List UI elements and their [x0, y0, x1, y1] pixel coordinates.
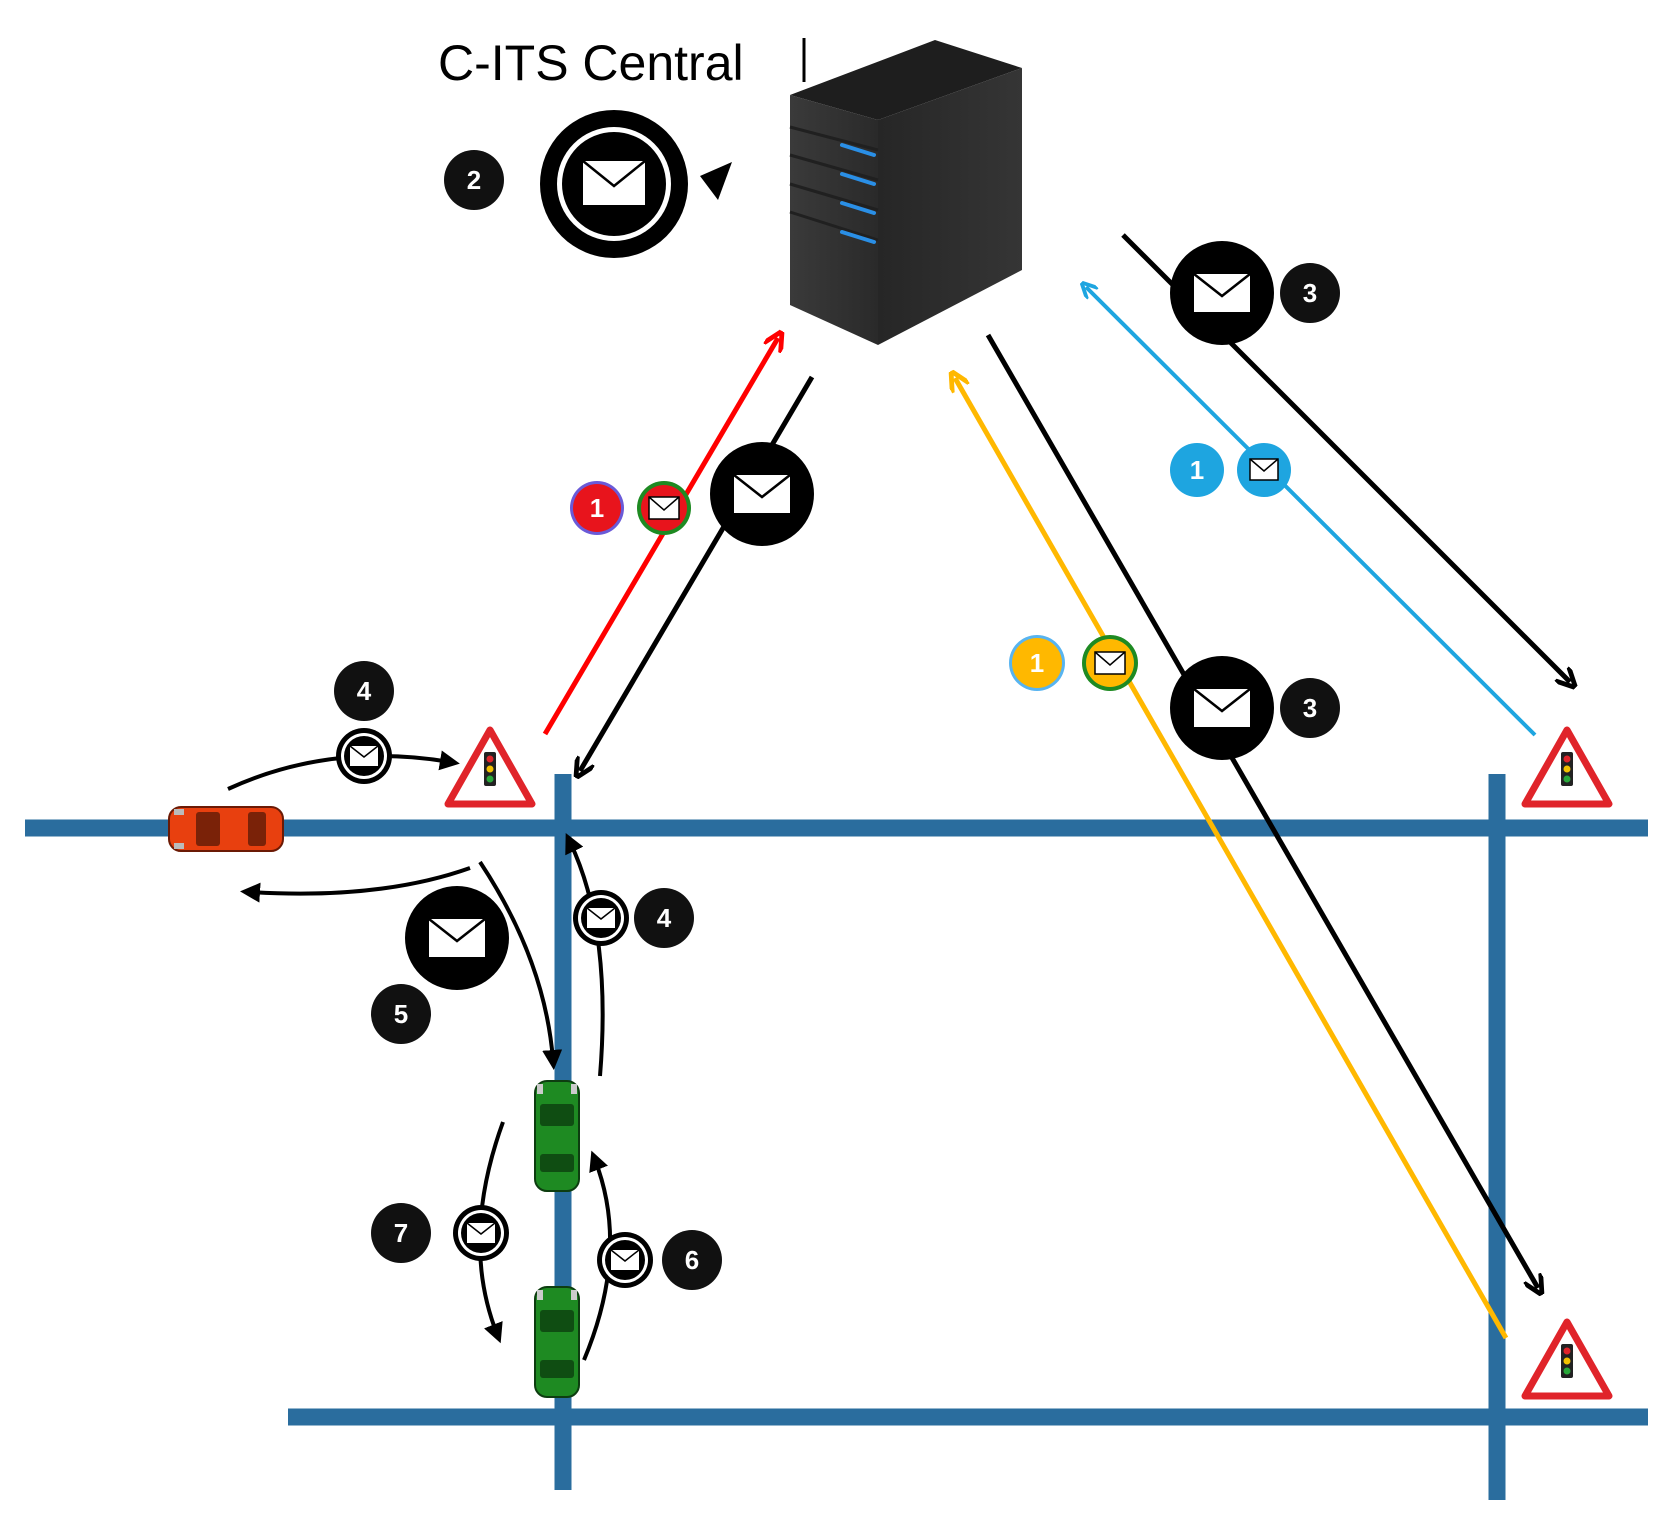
traffic-light-warning-sign-icon [1521, 1318, 1613, 1400]
svg-text:1: 1 [590, 493, 604, 523]
envelope-icon [637, 481, 691, 535]
step-badge-5: 5 [371, 984, 431, 1044]
envelope-icon [1170, 241, 1274, 345]
svg-text:3: 3 [1303, 278, 1317, 308]
step-badge-1-yellow: 1 [1009, 635, 1065, 691]
envelope-icon [1082, 635, 1138, 691]
step-badge-3-middle: 3 [1280, 678, 1340, 738]
step-badge-2: 2 [444, 150, 504, 210]
circular-refresh-icon [540, 110, 732, 258]
envelope-icon [1170, 656, 1274, 760]
step-badge-7: 7 [371, 1203, 431, 1263]
traffic-light-warning-sign-icon [1521, 726, 1613, 808]
envelope-icon [710, 442, 814, 546]
envelope-icon [1237, 443, 1291, 497]
green-car-icon [534, 1286, 580, 1398]
green-car-icon [534, 1080, 580, 1192]
svg-text:4: 4 [357, 676, 372, 706]
arrow-sign-to-car-left [240, 866, 471, 903]
local-message-arrows [227, 750, 613, 1361]
svg-text:4: 4 [657, 903, 672, 933]
svg-text:7: 7 [394, 1218, 408, 1248]
svg-text:3: 3 [1303, 693, 1317, 723]
svg-text:1: 1 [1030, 648, 1044, 678]
blue-uplink-arrow [1086, 287, 1537, 737]
step-badge-1-red: 1 [570, 481, 624, 535]
svg-text:2: 2 [467, 165, 481, 195]
black-downlink-arrow-middle [985, 333, 1538, 1288]
traffic-light-warning-sign-icon [444, 726, 536, 808]
page-title: C-ITS Central [438, 35, 744, 91]
envelope-icon [336, 728, 392, 784]
svg-text:6: 6 [685, 1245, 699, 1275]
red-car-icon [168, 806, 284, 852]
svg-text:1: 1 [1190, 455, 1204, 485]
step-badge-4-right: 4 [634, 888, 694, 948]
arrow-car-to-sign [227, 750, 460, 791]
envelope-icon [405, 886, 509, 990]
step-badge-1-blue: 1 [1170, 443, 1224, 497]
arrow-sign-to-green-car [478, 860, 563, 1070]
server-tower-icon [789, 40, 1022, 345]
arrow-green-car-to-sign [565, 832, 605, 1077]
flow-arrows [542, 233, 1570, 1340]
envelope-icon [453, 1205, 509, 1261]
svg-text:5: 5 [394, 999, 408, 1029]
envelope-icon [573, 890, 629, 946]
road-network [25, 774, 1648, 1500]
step-badge-4-left: 4 [334, 661, 394, 721]
envelope-icon [597, 1232, 653, 1288]
black-downlink-arrow-left [580, 375, 815, 771]
step-badge-6: 6 [662, 1230, 722, 1290]
step-badge-3-top: 3 [1280, 263, 1340, 323]
yellow-uplink-arrow [955, 378, 1509, 1340]
red-uplink-arrow [542, 338, 778, 736]
